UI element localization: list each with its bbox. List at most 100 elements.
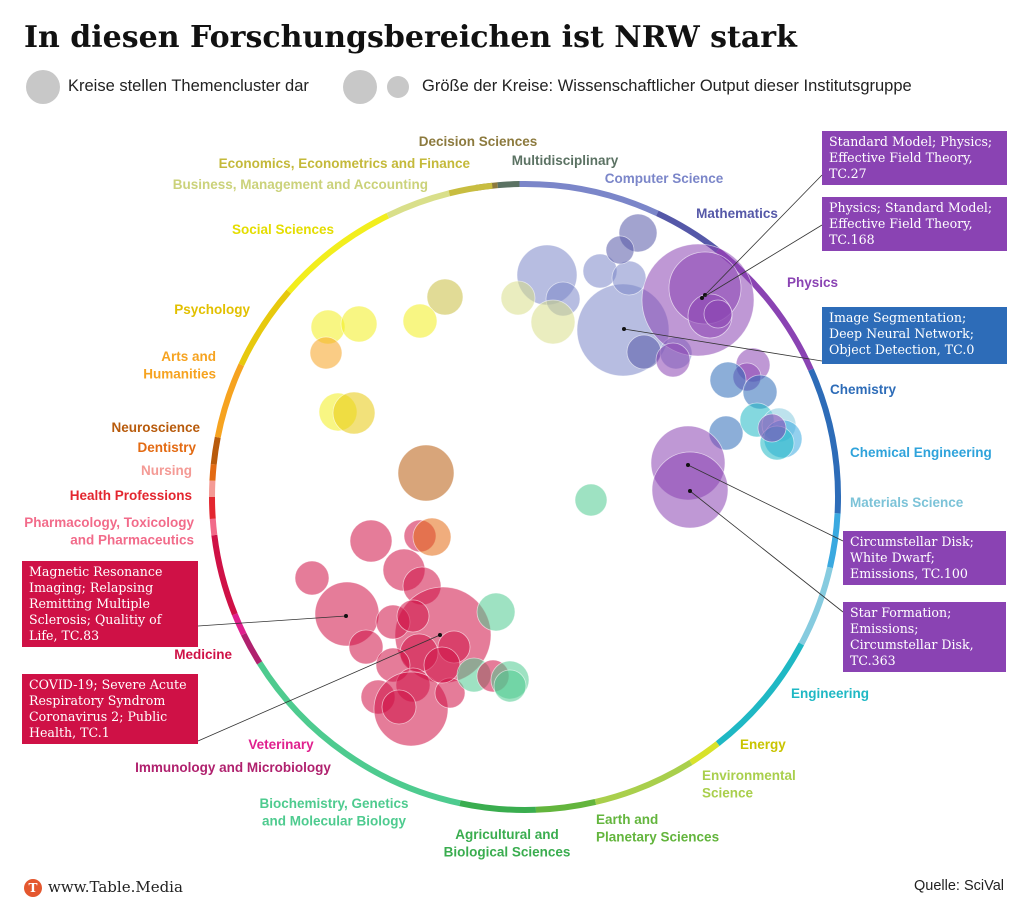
ring-arc-environmental-science [594,759,693,805]
leader-dot [622,327,626,331]
topic-callout: Star Formation; Emissions; Circumstellar… [843,602,1006,672]
topic-bubble[interactable] [611,260,647,296]
ring-arc-multidisciplinary [497,181,520,189]
topic-bubble[interactable] [402,303,438,339]
ring-arc-immunology-and-microbiology [240,632,263,665]
topic-bubble[interactable] [412,517,452,557]
topic-bubble[interactable] [396,599,430,633]
category-label-immunology-and-microbiology: Immunology and Microbiology [135,760,331,775]
topic-bubble[interactable] [332,391,376,435]
category-label-physics: Physics [787,275,838,290]
leader-line [701,224,823,299]
ring-arc-biochemistry-genetics-and-molecular-biology [257,661,461,807]
topic-bubble[interactable] [340,305,378,343]
topic-bubble[interactable] [294,560,330,596]
category-label-nursing: Nursing [141,463,192,478]
legend-cluster-text: Kreise stellen Themencluster dar [68,77,309,95]
topic-bubble[interactable] [757,413,787,443]
ring-arc-computer-science [519,181,659,217]
leader-dot [700,296,704,300]
topic-callout: Standard Model; Physics; Effective Field… [822,131,1007,185]
topic-bubble[interactable] [530,299,576,345]
category-label-chemical-engineering: Chemical Engineering [850,445,992,460]
topic-bubble[interactable] [349,519,393,563]
ring-arc-chemistry [808,368,841,514]
topic-bubble[interactable] [709,361,747,399]
ring-arc-economics-econometrics-and-finance [448,182,493,197]
table-media-logo-icon: T [24,879,42,897]
chart-title: In diesen Forschungsbereichen ist NRW st… [24,20,797,55]
leader-line [197,634,441,742]
category-label-health-professions: Health Professions [70,488,192,503]
topic-bubble[interactable] [397,444,455,502]
category-label-chemistry: Chemistry [830,382,897,397]
ring-arc-engineering [715,642,805,747]
topic-bubble[interactable] [426,278,464,316]
category-label-mathematics: Mathematics [696,206,778,221]
ring-arc-dentistry [209,463,217,481]
category-label-multidisciplinary: Multidisciplinary [512,153,619,168]
topic-bubble[interactable] [309,336,343,370]
leader-dot [438,633,442,637]
category-label-veterinary: Veterinary [248,737,314,752]
category-label-engineering: Engineering [791,686,869,701]
topic-bubble[interactable] [500,280,536,316]
ring-arc-pharmacology-toxicology-and-pharmaceutics [209,518,218,536]
ring-arc-medicine [211,534,238,616]
category-label-neuroscience: Neuroscience [111,420,200,435]
ring-arc-neuroscience [210,436,221,465]
topic-bubbles [294,213,803,747]
leader-line [704,174,823,296]
ring-arc-business-management-and-accounting [386,190,451,219]
leader-line [623,328,823,362]
topic-bubble[interactable] [381,689,417,725]
ring-arc-veterinary [232,613,247,636]
legend-size-dot-large [343,70,377,104]
topic-bubble[interactable] [626,334,662,370]
category-label-dentistry: Dentistry [137,440,196,455]
category-label-decision-sciences: Decision Sciences [419,134,538,149]
topic-bubble[interactable] [348,629,384,665]
topic-bubble[interactable] [493,669,527,703]
category-label-business-management-and-accounting: Business, Management and Accounting [173,177,428,192]
topic-bubble[interactable] [605,235,635,265]
leader-dot [344,614,348,618]
ring-arc-materials-science [798,566,833,646]
topic-callout: Image Segmentation; Deep Neural Network;… [822,307,1007,364]
topic-callout: Physics; Standard Model; Effective Field… [822,197,1007,251]
category-labels: Decision SciencesMultidisciplinaryComput… [24,134,992,860]
category-label-computer-science: Computer Science [605,171,724,186]
ring-arc-energy [689,741,720,765]
topic-callout: Circumstellar Disk; White Dwarf; Emissio… [843,531,1006,585]
ring-arc-social-sciences [286,212,390,294]
legend-size-text: Größe der Kreise: Wissenschaftlicher Out… [422,77,912,95]
ring-arc-earth-and-planetary-sciences [535,799,597,813]
category-label-social-sciences: Social Sciences [232,222,334,237]
leader-line [197,615,347,627]
category-label-energy: Energy [740,737,786,752]
leader-line [687,464,844,542]
category-label-materials-science: Materials Science [850,495,964,510]
category-label-economics-econometrics-and-finance: Economics, Econometrics and Finance [219,156,471,171]
leader-dot [688,489,692,493]
category-label-psychology: Psychology [174,302,250,317]
ring-arc-arts-and-humanities [214,363,245,438]
topic-bubble[interactable] [703,299,733,329]
footer-source: Quelle: SciVal [914,878,1004,894]
topic-bubble[interactable] [574,483,608,517]
topic-bubble[interactable] [476,592,516,632]
leader-dot [686,463,690,467]
category-label-medicine: Medicine [174,647,232,662]
legend-size-dot-small [387,76,409,98]
leader-lines [197,174,844,742]
legend-cluster-dot [26,70,60,104]
topic-bubble[interactable] [655,342,691,378]
footer-site[interactable]: www.Table.Media [48,878,183,896]
topic-bubble[interactable] [423,646,461,684]
ring-arc-chemical-engineering [827,513,841,569]
